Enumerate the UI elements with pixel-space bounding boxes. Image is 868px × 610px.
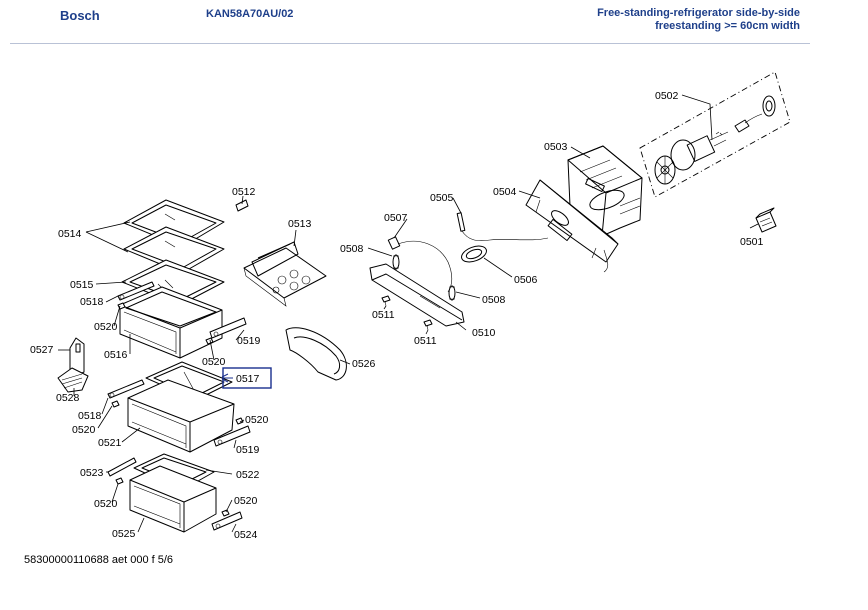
label-0520-upper-left[interactable]: 0520: [94, 321, 118, 333]
screw-0520c: [111, 400, 120, 408]
screw-0520e: [115, 477, 124, 485]
label-0528[interactable]: 0528: [56, 392, 80, 404]
label-0516[interactable]: 0516: [104, 349, 128, 361]
lamp-holder-0508a: [392, 254, 400, 270]
product-description: Free-standing-refrigerator side-by-side …: [597, 7, 800, 33]
label-0518-lower[interactable]: 0518: [78, 410, 102, 422]
lamp-holder-0508b: [448, 285, 456, 301]
label-0502[interactable]: 0502: [655, 90, 679, 102]
leader-lines: [58, 94, 759, 533]
label-0520-lower-right[interactable]: 0520: [234, 495, 258, 507]
description-line-1: Free-standing-refrigerator side-by-side: [597, 7, 800, 19]
drawer-0521: [127, 379, 235, 453]
label-0505[interactable]: 0505: [430, 192, 454, 204]
label-0524[interactable]: 0524: [234, 529, 258, 541]
label-0520-lower-left[interactable]: 0520: [94, 498, 118, 510]
label-0507[interactable]: 0507: [384, 212, 408, 224]
door-rack-0526: [285, 327, 347, 381]
rail-0518a: [117, 281, 155, 301]
label-0515[interactable]: 0515: [70, 279, 94, 291]
label-0508-lower[interactable]: 0508: [482, 294, 506, 306]
bracket-0528: [57, 367, 89, 393]
air-duct-0504: [525, 179, 619, 273]
label-0501[interactable]: 0501: [740, 236, 764, 248]
model-number: KAN58A70AU/02: [206, 8, 294, 20]
label-0508-upper[interactable]: 0508: [340, 243, 364, 255]
document-code: 58300000110688 aet 000 f 5/6: [24, 554, 174, 566]
label-0513[interactable]: 0513: [288, 218, 312, 230]
screw-0511b: [423, 319, 433, 331]
lamp-cable-0507: [387, 236, 453, 293]
label-0510[interactable]: 0510: [472, 327, 496, 339]
label-0521[interactable]: 0521: [98, 437, 122, 449]
rail-0519b: [213, 425, 251, 447]
egg-holder-0513: [243, 241, 327, 307]
label-0514[interactable]: 0514: [58, 228, 82, 240]
label-0512[interactable]: 0512: [232, 186, 256, 198]
header: Bosch KAN58A70AU/02 Free-standing-refrig…: [0, 0, 868, 44]
label-0517[interactable]: 0517: [236, 373, 260, 385]
header-divider: [10, 43, 810, 44]
rail-0524: [211, 511, 243, 531]
label-0522[interactable]: 0522: [236, 469, 260, 481]
rail-0523: [107, 457, 137, 477]
connector-0501: [755, 207, 777, 233]
brand-name: Bosch: [60, 8, 100, 23]
fan-assembly-0502: [639, 71, 791, 198]
screw-0520d: [235, 417, 244, 425]
label-0523[interactable]: 0523: [80, 467, 104, 479]
label-0518-upper[interactable]: 0518: [80, 296, 104, 308]
label-0527[interactable]: 0527: [30, 344, 54, 356]
wiring-0505-0506: [456, 212, 549, 263]
label-0520-middle-left[interactable]: 0520: [72, 424, 96, 436]
screw-0520f: [221, 509, 230, 517]
rail-0518b: [107, 379, 145, 399]
label-0504[interactable]: 0504: [493, 186, 517, 198]
label-0519-lower[interactable]: 0519: [236, 444, 260, 456]
highlight-pointer-0517: [221, 373, 233, 383]
label-0511-left[interactable]: 0511: [372, 309, 395, 321]
light-cover-0510: [369, 263, 465, 327]
drawer-0525: [129, 465, 217, 533]
label-0519-upper[interactable]: 0519: [237, 335, 261, 347]
label-0506[interactable]: 0506: [514, 274, 538, 286]
rail-0519a: [209, 317, 247, 339]
label-0520-upper-right[interactable]: 0520: [202, 356, 226, 368]
screw-0520b: [205, 337, 214, 345]
description-line-2: freestanding >= 60cm width: [655, 20, 800, 32]
label-0520-middle-right[interactable]: 0520: [245, 414, 269, 426]
label-0503[interactable]: 0503: [544, 141, 568, 153]
drawer-0516: [119, 286, 223, 359]
label-0526[interactable]: 0526: [352, 358, 376, 370]
label-0525[interactable]: 0525: [112, 528, 136, 540]
label-0511-right[interactable]: 0511: [414, 335, 437, 347]
screw-0511a: [381, 295, 391, 307]
